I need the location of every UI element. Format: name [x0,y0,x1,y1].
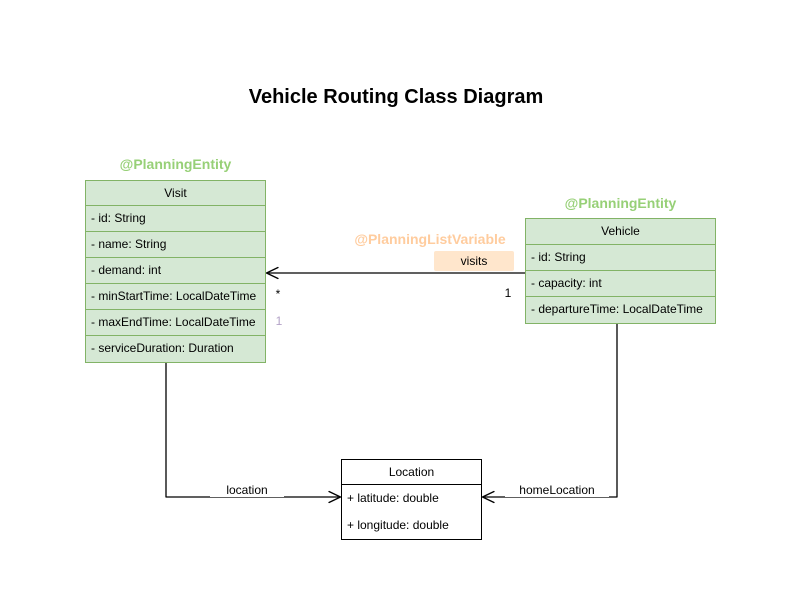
vehicle-attribute-capacity: - capacity: int [526,271,715,297]
open-arrowhead-right [328,490,342,504]
location-attribute-latitude: + latitude: double [347,491,439,505]
planning-entity-annotation-vehicle: @PlanningEntity [564,195,677,211]
vehicle-attribute-id: - id: String [526,245,715,271]
location-attribute-longitude: + longitude: double [347,518,449,532]
multiplicity-faded: 1 [275,314,283,328]
location-class-name: Location [342,460,481,485]
visit-class: Visit - id: String - name: String - dema… [85,180,266,363]
planning-entity-annotation-visit: @PlanningEntity [119,156,232,172]
visit-attribute-id: - id: String [86,206,265,232]
vehicle-class: Vehicle - id: String - capacity: int - d… [525,218,716,324]
visit-to-location-connector [165,360,342,504]
vehicle-attribute-departuretime: - departureTime: LocalDateTime [531,302,703,316]
vehicle-to-location-connector [481,321,618,504]
open-arrowhead-left [265,266,279,280]
vehicle-class-name: Vehicle [526,219,715,245]
planning-list-variable-annotation: @PlanningListVariable [354,231,506,247]
visit-attribute-minstarttime: - minStartTime: LocalDateTime [86,284,265,310]
visits-edge-label: visits [434,251,514,271]
open-arrowhead-left [481,490,495,504]
visit-attribute-demand: - demand: int [86,258,265,284]
visit-attribute-maxendtime: - maxEndTime: LocalDateTime [86,310,265,336]
multiplicity-vehicle-end: 1 [504,286,512,300]
visit-class-name: Visit [86,181,265,206]
location-edge-label: location [210,483,284,497]
location-class: Location + latitude: double + longitude:… [341,459,482,540]
visit-attribute-name: - name: String [86,232,265,258]
visit-attribute-serviceduration: - serviceDuration: Duration [91,341,234,355]
diagram-title: Vehicle Routing Class Diagram [248,86,544,108]
home-location-edge-label: homeLocation [505,483,609,497]
multiplicity-visit-end: * [275,287,281,301]
